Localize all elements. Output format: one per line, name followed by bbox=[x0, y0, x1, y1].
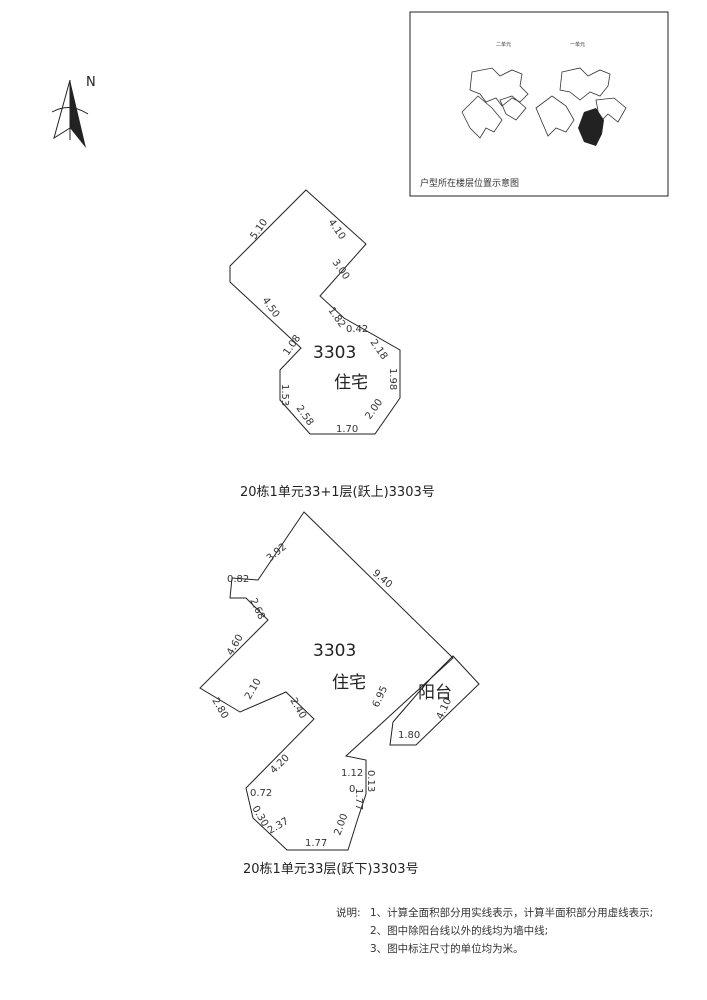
dim-label: 1.70 bbox=[336, 424, 358, 435]
dim-label: 0 bbox=[349, 784, 355, 795]
dim-label: 2.40 bbox=[287, 696, 308, 721]
dim-label: 2.00 bbox=[332, 812, 350, 837]
dim-label: 0.42 bbox=[346, 324, 368, 335]
dim-label: 1.98 bbox=[387, 368, 398, 390]
dim-label: 1.12 bbox=[341, 768, 363, 779]
dim-label: 3.00 bbox=[330, 257, 352, 282]
dim-label: 6.95 bbox=[371, 684, 390, 709]
dim-label: 3.92 bbox=[265, 542, 289, 565]
dim-label: 1.82 bbox=[326, 305, 348, 330]
dim-label: 4.10 bbox=[326, 217, 348, 242]
upper-floor-caption: 20栋1单元33+1层(跃上)3303号 bbox=[240, 484, 435, 500]
dim-label: 2.58 bbox=[294, 403, 316, 428]
dim-label: 1.53 bbox=[279, 384, 290, 406]
notes-title: 说明: bbox=[336, 906, 361, 919]
dim-label: 1.08 bbox=[281, 333, 303, 358]
dim-label: 2.10 bbox=[243, 677, 264, 702]
dim-label: 2.37 bbox=[266, 816, 291, 837]
lower-floor-plan: 3.92 9.40 0.82 2.68 4.60 2.80 2.10 2.40 … bbox=[199, 511, 480, 877]
dim-label: 9.40 bbox=[370, 568, 394, 591]
lower-unit-number: 3303 bbox=[313, 641, 356, 661]
dim-label: 0.13 bbox=[365, 770, 376, 792]
building-label-1: 一单元 bbox=[570, 41, 585, 48]
dim-label: 1.80 bbox=[398, 730, 420, 741]
location-diagram-frame bbox=[409, 11, 669, 197]
balcony-outline bbox=[389, 655, 480, 746]
note-item: 1、计算全面积部分用实线表示，计算半面积部分用虚线表示; bbox=[370, 906, 653, 919]
north-label: N bbox=[86, 75, 96, 90]
upper-unit-number: 3303 bbox=[313, 343, 356, 363]
dim-label: 4.20 bbox=[268, 753, 292, 777]
note-item: 2、图中除阳台线以外的线均为墙中线; bbox=[370, 924, 548, 937]
dim-label: 2.80 bbox=[209, 696, 230, 721]
notes-block: 说明: 1、计算全面积部分用实线表示，计算半面积部分用虚线表示; 2、图中除阳台… bbox=[336, 906, 653, 955]
upper-room-label: 住宅 bbox=[334, 373, 368, 393]
dim-label: 0.82 bbox=[227, 574, 249, 585]
balcony-inner-wall bbox=[392, 677, 432, 723]
note-item: 3、图中标注尺寸的单位均为米。 bbox=[370, 942, 524, 955]
dim-label: 1.77 bbox=[305, 838, 327, 849]
upper-floor-outline bbox=[229, 189, 401, 435]
unit-location-marker bbox=[578, 108, 604, 146]
lower-floor-caption: 20栋1单元33层(跃下)3303号 bbox=[243, 861, 419, 877]
upper-floor-plan: 5.10 4.10 3.00 4.50 1.82 0.42 2.18 1.08 … bbox=[229, 189, 435, 500]
location-diagram-caption: 户型所在楼层位置示意图 bbox=[420, 177, 519, 189]
dim-label: 2.18 bbox=[368, 337, 390, 362]
dim-label: 2.00 bbox=[363, 397, 385, 422]
dim-label: 2.68 bbox=[247, 597, 266, 622]
dim-label: 1.77 bbox=[353, 788, 364, 810]
location-diagram: 二单元 一单元 户型所在楼层位置示意图 bbox=[409, 11, 669, 197]
lower-floor-outline bbox=[199, 511, 454, 851]
dim-label: 4.50 bbox=[260, 295, 282, 320]
dim-label: 0.72 bbox=[250, 788, 272, 799]
building-label-2: 二单元 bbox=[496, 41, 511, 48]
north-arrow-icon: N bbox=[51, 75, 96, 148]
balcony-label: 阳台 bbox=[418, 683, 452, 703]
lower-room-label: 住宅 bbox=[332, 673, 366, 693]
building-outline-left bbox=[461, 67, 529, 139]
